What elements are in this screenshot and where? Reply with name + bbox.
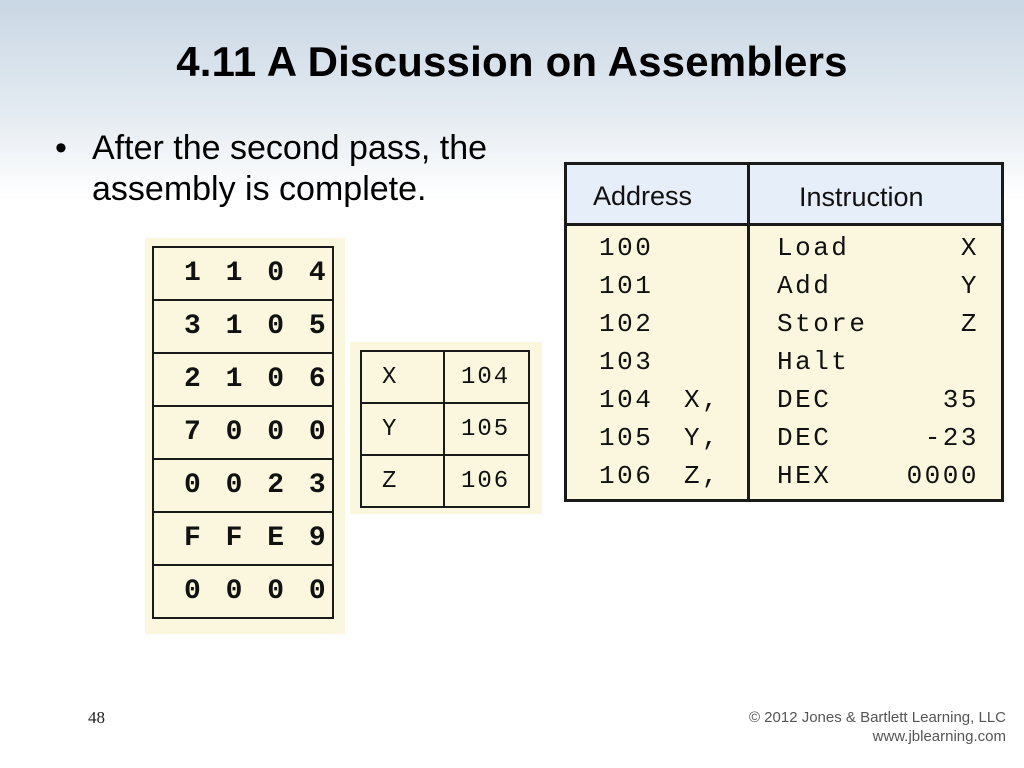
machine-code-row: 3 1 0 5 — [152, 299, 334, 354]
machine-code-row: 0 0 2 3 — [152, 458, 334, 513]
program-row: 103 Halt — [567, 347, 1001, 385]
symbol-address: 106 — [443, 454, 530, 508]
row-operand: 35 — [942, 385, 979, 415]
header-address: Address — [593, 181, 693, 211]
row-opcode: Add — [777, 271, 832, 301]
program-rows: 100 Load X 101 Add Y 102 Store Z 103 Hal… — [567, 233, 1001, 499]
symbol-name: Y — [360, 402, 445, 456]
machine-code-row: 2 1 0 6 — [152, 352, 334, 407]
machine-code-row: 1 1 0 4 — [152, 246, 334, 301]
machine-code-cell: 0 0 0 0 — [152, 564, 334, 619]
machine-code-cell: 7 0 0 0 — [152, 405, 334, 460]
row-opcode: Load — [777, 233, 850, 263]
machine-code-table: 1 1 0 4 3 1 0 5 2 1 0 6 7 0 0 0 0 0 2 3 … — [152, 246, 334, 619]
row-address: 104 — [599, 385, 654, 415]
program-row: 101 Add Y — [567, 271, 1001, 309]
machine-code-cell: 2 1 0 6 — [152, 352, 334, 407]
row-operand: 0000 — [906, 461, 979, 491]
row-operand: Z — [960, 309, 979, 339]
machine-code-row: F F E 9 — [152, 511, 334, 566]
row-operand: X — [960, 233, 979, 263]
symbol-address: 104 — [443, 350, 530, 404]
row-address: 100 — [599, 233, 654, 263]
symbol-address: 105 — [443, 402, 530, 456]
machine-code-cell: 1 1 0 4 — [152, 246, 334, 301]
row-label: Z, — [684, 461, 721, 491]
slide-title: 4.11 A Discussion on Assemblers — [176, 38, 848, 85]
row-opcode: HEX — [777, 461, 832, 491]
row-address: 103 — [599, 347, 654, 377]
header-instruction: Instruction — [799, 182, 924, 212]
row-address: 102 — [599, 309, 654, 339]
row-address: 106 — [599, 461, 654, 491]
program-listing: Address Instruction 100 Load X 101 Add Y… — [564, 162, 1004, 502]
program-row: 105 Y, DEC -23 — [567, 423, 1001, 461]
symbol-name: X — [360, 350, 445, 404]
row-opcode: Store — [777, 309, 868, 339]
copyright-line: © 2012 Jones & Bartlett Learning, LLC — [748, 709, 1006, 726]
program-row: 100 Load X — [567, 233, 1001, 271]
bullet-marker: • — [55, 129, 67, 167]
symbol-table: X 104 Y 105 Z 106 — [360, 350, 530, 508]
machine-code-cell: F F E 9 — [152, 511, 334, 566]
row-address: 105 — [599, 423, 654, 453]
copyright-notice: © 2012 Jones & Bartlett Learning, LLC ww… — [749, 708, 1006, 746]
bullet-text: After the second pass, the assembly is c… — [92, 129, 488, 208]
column-divider — [747, 165, 750, 499]
machine-code-cell: 3 1 0 5 — [152, 299, 334, 354]
row-opcode: DEC — [777, 385, 832, 415]
row-opcode: DEC — [777, 423, 832, 453]
program-row: 104 X, DEC 35 — [567, 385, 1001, 423]
row-label: X, — [684, 385, 721, 415]
machine-code-row: 0 0 0 0 — [152, 564, 334, 619]
row-address: 101 — [599, 271, 654, 301]
symbol-name: Z — [360, 454, 445, 508]
row-operand: Y — [960, 271, 979, 301]
symbol-row: Z 106 — [360, 454, 530, 508]
program-row: 102 Store Z — [567, 309, 1001, 347]
program-header — [567, 165, 1001, 226]
row-operand: -23 — [924, 423, 979, 453]
machine-code-cell: 0 0 2 3 — [152, 458, 334, 513]
machine-code-row: 7 0 0 0 — [152, 405, 334, 460]
symbol-row: X 104 — [360, 350, 530, 404]
website-line: www.jblearning.com — [872, 728, 1006, 745]
row-label: Y, — [684, 423, 721, 453]
row-opcode: Halt — [777, 347, 850, 377]
symbol-row: Y 105 — [360, 402, 530, 456]
program-row: 106 Z, HEX 0000 — [567, 461, 1001, 499]
page-number: 48 — [88, 708, 105, 727]
